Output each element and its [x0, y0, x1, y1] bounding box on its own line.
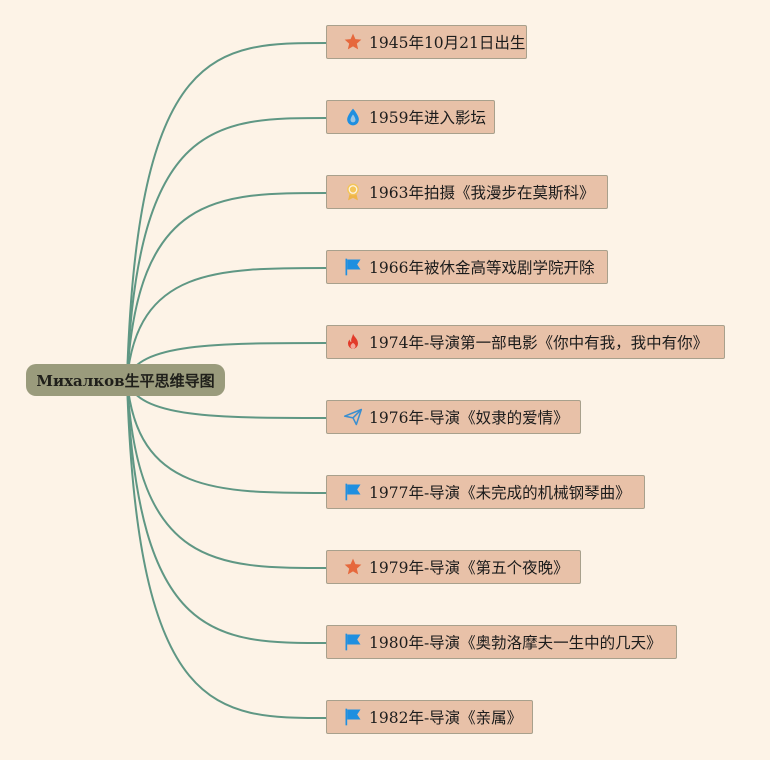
- connector-line: [126, 192, 327, 381]
- topic-node-1980[interactable]: 1980年-导演《奥勃洛摩夫一生中的几天》: [326, 625, 677, 659]
- connector-line: [126, 379, 327, 644]
- topic-node-1945[interactable]: 1945年10月21日出生: [326, 25, 527, 59]
- flag-icon: [343, 482, 363, 502]
- root-topic[interactable]: Михалков生平思维导图: [26, 364, 225, 396]
- flag-icon: [343, 257, 363, 277]
- star-icon: [343, 557, 363, 577]
- connector-line: [126, 379, 327, 719]
- topic-label: 1966年被休金高等戏剧学院开除: [369, 259, 595, 277]
- root-topic-label: Михалков生平思维导图: [36, 371, 215, 390]
- topic-node-1982[interactable]: 1982年-导演《亲属》: [326, 700, 533, 734]
- connector-line: [126, 379, 327, 494]
- topic-node-1976[interactable]: 1976年-导演《奴隶的爱情》: [326, 400, 581, 434]
- connector-line: [126, 379, 327, 569]
- topic-label: 1980年-导演《奥勃洛摩夫一生中的几天》: [369, 634, 662, 652]
- topic-node-1974[interactable]: 1974年-导演第一部电影《你中有我，我中有你》: [326, 325, 725, 359]
- fire-icon: [343, 332, 363, 352]
- topic-label: 1982年-导演《亲属》: [369, 709, 523, 727]
- connector-line: [126, 42, 327, 381]
- topic-label: 1945年10月21日出生: [369, 34, 526, 52]
- water-drop-icon: [343, 107, 363, 127]
- topic-label: 1963年拍摄《我漫步在莫斯科》: [369, 184, 595, 202]
- topic-label: 1959年进入影坛: [369, 109, 486, 127]
- topic-label: 1976年-导演《奴隶的爱情》: [369, 409, 569, 427]
- connector-line: [126, 117, 327, 381]
- flag-icon: [343, 632, 363, 652]
- topic-node-1963[interactable]: 1963年拍摄《我漫步在莫斯科》: [326, 175, 608, 209]
- flag-icon: [343, 707, 363, 727]
- topic-node-1979[interactable]: 1979年-导演《第五个夜晚》: [326, 550, 581, 584]
- star-icon: [343, 32, 363, 52]
- topic-label: 1979年-导演《第五个夜晚》: [369, 559, 569, 577]
- medal-icon: [343, 182, 363, 202]
- paper-plane-icon: [343, 407, 363, 427]
- topic-label: 1974年-导演第一部电影《你中有我，我中有你》: [369, 334, 709, 352]
- connector-line: [126, 267, 327, 381]
- topic-node-1959[interactable]: 1959年进入影坛: [326, 100, 495, 134]
- topic-label: 1977年-导演《未完成的机械钢琴曲》: [369, 484, 631, 502]
- topic-node-1977[interactable]: 1977年-导演《未完成的机械钢琴曲》: [326, 475, 645, 509]
- topic-node-1966[interactable]: 1966年被休金高等戏剧学院开除: [326, 250, 608, 284]
